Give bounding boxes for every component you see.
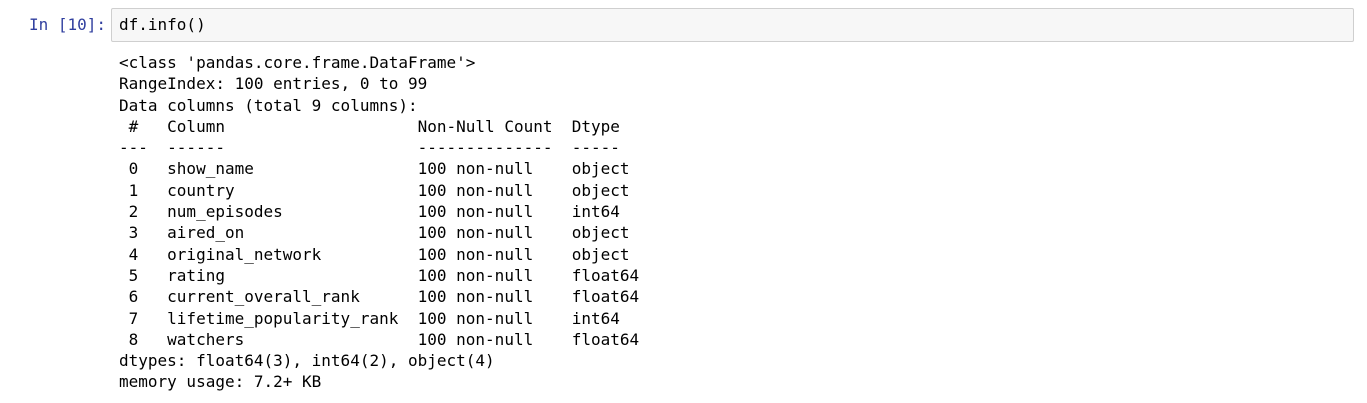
output-table-row: 6 current_overall_rank 100 non-null floa… [119,287,640,307]
output-table-header: # Column Non-Null Count Dtype [119,116,640,136]
output-table-separator: --- ------ -------------- ----- [119,138,640,158]
output-memory-usage: memory usage: 7.2+ KB [119,372,322,392]
output-line: Data columns (total 9 columns): [119,95,418,115]
output-table-row: 5 rating 100 non-null float64 [119,265,640,285]
output-table-row: 7 lifetime_popularity_rank 100 non-null … [119,308,640,328]
output-table-row: 2 num_episodes 100 non-null int64 [119,202,640,222]
output-line: <class 'pandas.core.frame.DataFrame'> [119,53,476,72]
output-table-row: 0 show_name 100 non-null object [119,159,640,179]
output-dtypes-summary: dtypes: float64(3), int64(2), object(4) [119,351,495,371]
output-table-row: 8 watchers 100 non-null float64 [119,329,640,349]
output-table-row: 3 aired_on 100 non-null object [119,223,640,243]
code-text[interactable]: df.info() [119,15,206,34]
code-input-area[interactable]: df.info() [111,8,1354,42]
output-table-row: 4 original_network 100 non-null object [119,244,640,264]
output-table-row: 1 country 100 non-null object [119,180,640,200]
output-line: RangeIndex: 100 entries, 0 to 99 [119,74,428,94]
cell-output: <class 'pandas.core.frame.DataFrame'> Ran… [119,52,639,393]
input-prompt: In [10]: [29,15,107,34]
